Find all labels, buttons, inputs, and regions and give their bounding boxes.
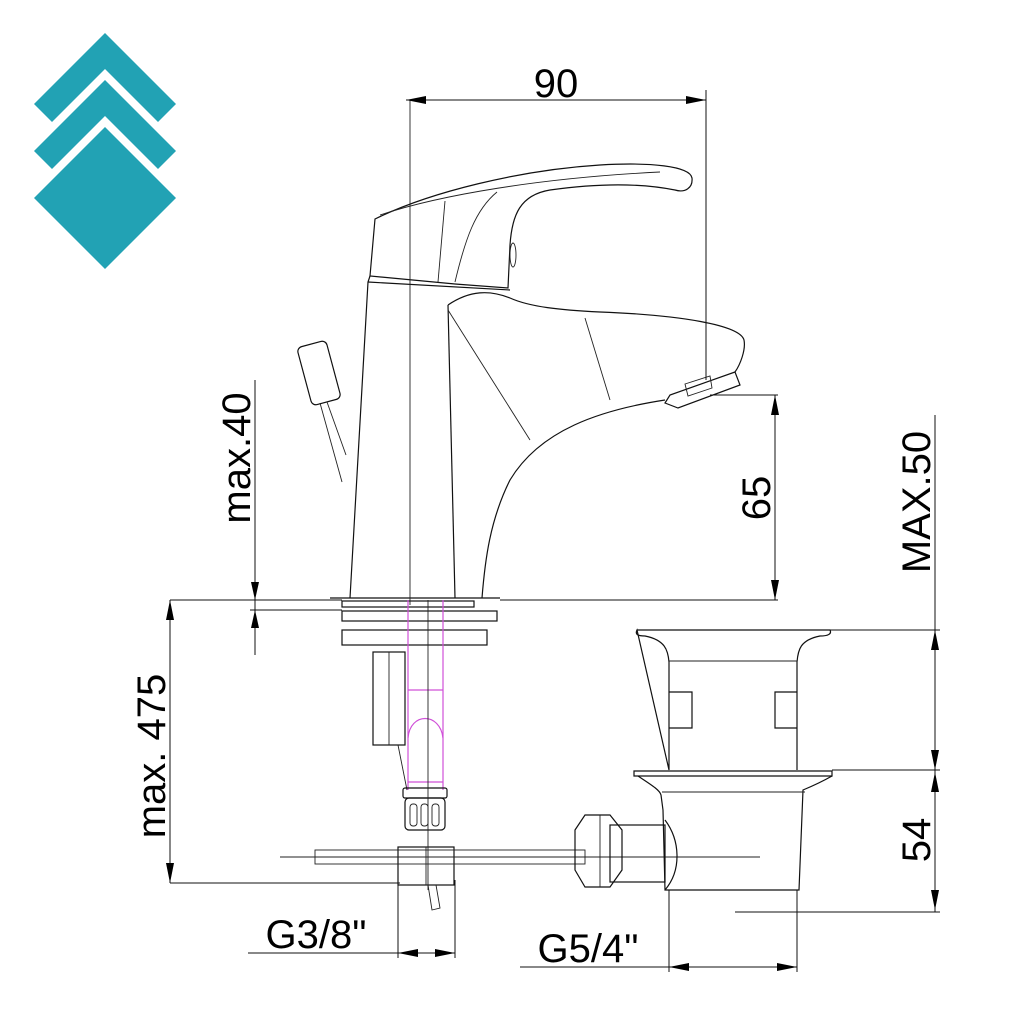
brand-logo-icon	[34, 33, 176, 269]
dimension-g54: G5/4"	[520, 890, 798, 972]
dim-spout-height: 65	[735, 476, 779, 521]
dim-supply-thread: G3/8"	[266, 913, 367, 957]
pop-up-waste	[574, 628, 833, 891]
mounting-assembly	[280, 100, 760, 911]
faucet-body	[297, 163, 745, 599]
dim-waste-body-height: 54	[895, 818, 939, 863]
dimension-65: 65	[500, 394, 779, 601]
dimension-g38: G3/8"	[248, 880, 456, 958]
dim-waste-thread: G5/4"	[538, 927, 639, 971]
dimension-max40: max.40	[170, 380, 342, 655]
dimension-max50: MAX.50	[830, 415, 940, 771]
dim-deck-thickness: max.40	[215, 392, 259, 523]
dim-spout-reach: 90	[534, 62, 579, 106]
dim-hose-length: max. 475	[130, 674, 174, 839]
dimension-max475: max. 475	[130, 600, 400, 884]
dimension-90: 90	[406, 62, 707, 380]
dim-waste-max-height: MAX.50	[895, 431, 939, 573]
dimension-54: 54	[735, 770, 940, 913]
